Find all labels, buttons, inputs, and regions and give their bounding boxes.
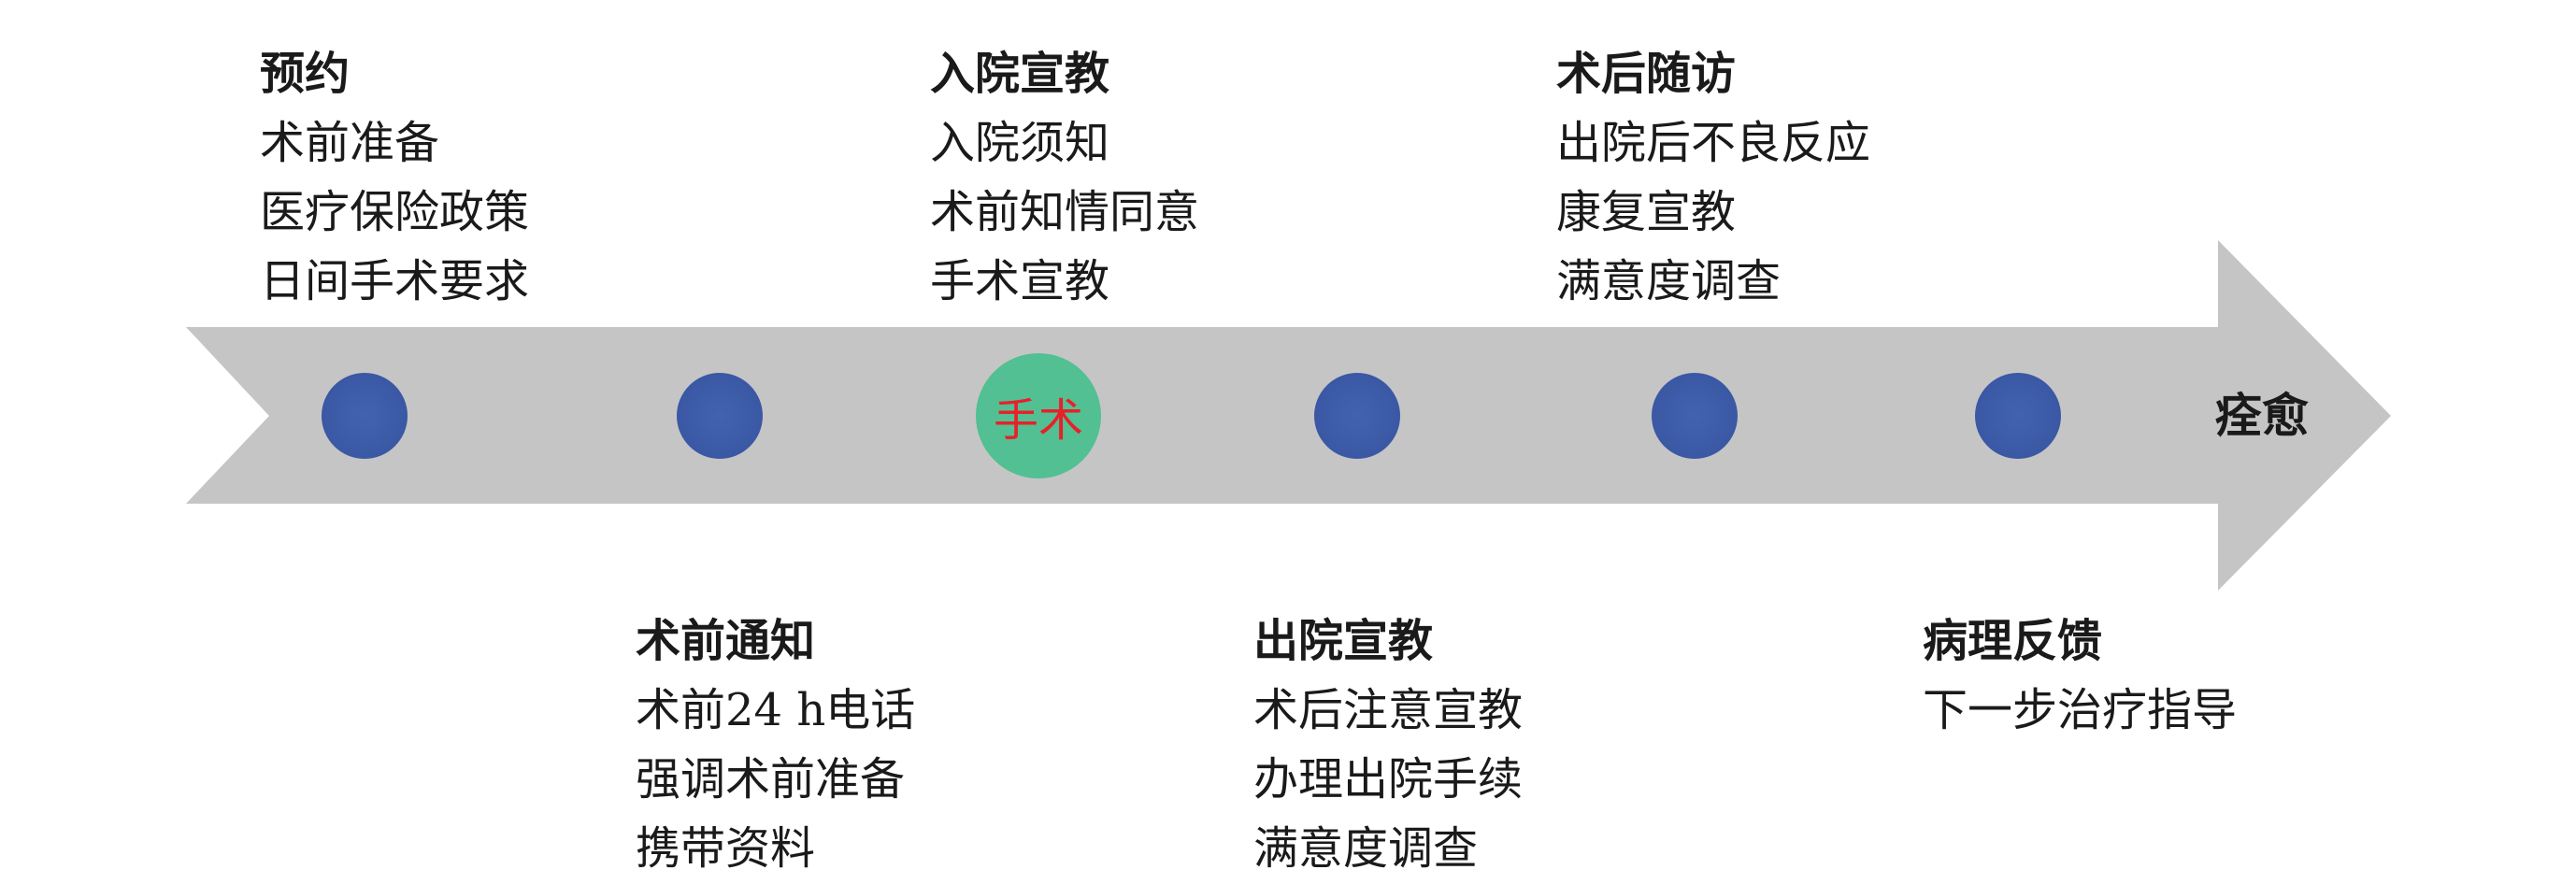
surgery-dot: 手术 <box>976 353 1101 478</box>
end-label: 痊愈 <box>2215 389 2309 443</box>
stage-dot-pathology <box>1975 373 2061 459</box>
stage-postop-followup: 术后随访 出院后不良反应 康复宣教 满意度调查 <box>1556 39 1870 316</box>
stage-item: 入院须知 <box>930 117 1110 169</box>
stage-dot-followup <box>1652 373 1738 459</box>
stage-item: 日间手术要求 <box>260 255 530 307</box>
stage-item: 强调术前准备 <box>636 753 906 806</box>
stage-item: 手术宣教 <box>930 255 1110 307</box>
stage-dot-preop-notice <box>677 373 763 459</box>
stage-dot-discharge <box>1314 373 1400 459</box>
stage-title: 术后随访 <box>1556 48 1737 100</box>
stage-admission-education: 入院宣教 入院须知 术前知情同意 手术宣教 <box>930 39 1199 316</box>
stage-item: 办理出院手续 <box>1253 753 1524 806</box>
stage-dot-appointment <box>322 373 408 459</box>
stage-pathology-feedback: 病理反馈 下一步治疗指导 <box>1923 606 2237 745</box>
stage-item: 出院后不良反应 <box>1556 117 1871 169</box>
stage-item: 康复宣教 <box>1556 186 1737 238</box>
stage-title: 术前通知 <box>636 615 816 667</box>
stage-discharge-education: 出院宣教 术后注意宣教 办理出院手续 满意度调查 <box>1253 606 1523 883</box>
stage-title: 病理反馈 <box>1923 615 2103 667</box>
stage-appointment: 预约 术前准备 医疗保险政策 日间手术要求 <box>260 39 529 316</box>
stage-item: 携带资料 <box>636 822 816 875</box>
stage-title: 入院宣教 <box>930 48 1110 100</box>
stage-preop-notice: 术前通知 术前24 h电话 强调术前准备 携带资料 <box>636 606 915 883</box>
stage-item: 下一步治疗指导 <box>1923 684 2238 736</box>
surgery-label: 手术 <box>993 394 1083 447</box>
stage-item: 满意度调查 <box>1253 822 1479 875</box>
stage-item: 医疗保险政策 <box>260 186 530 238</box>
stage-item: 术前准备 <box>260 117 440 169</box>
stage-item: 术后注意宣教 <box>1253 684 1524 736</box>
stage-item: 术前24 h电话 <box>636 684 916 736</box>
stage-item: 满意度调查 <box>1556 255 1782 307</box>
stage-title: 预约 <box>260 48 351 100</box>
stage-item: 术前知情同意 <box>930 186 1200 238</box>
stage-title: 出院宣教 <box>1253 615 1434 667</box>
